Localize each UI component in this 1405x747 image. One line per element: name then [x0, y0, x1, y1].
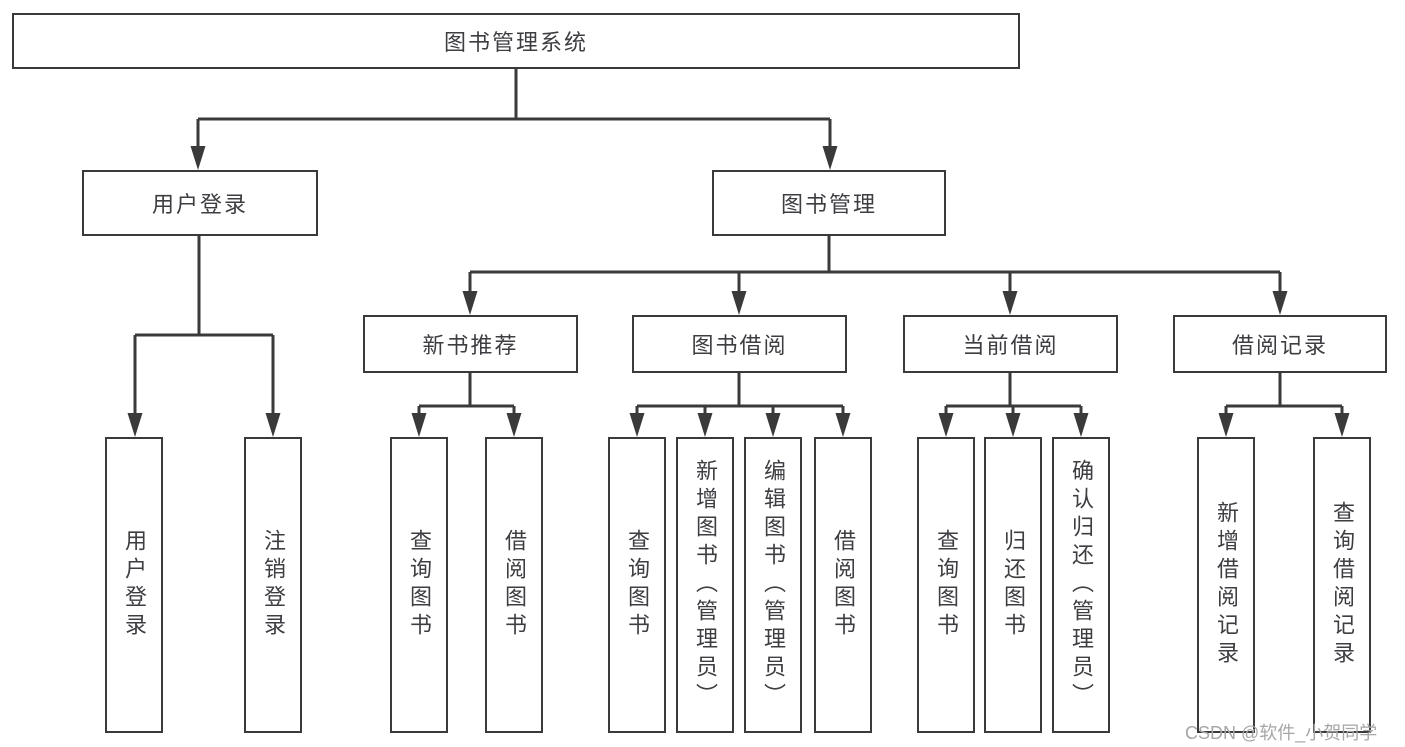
- leaf-query-books-recommend: 查询图书: [390, 437, 448, 733]
- csdn-watermark: CSDN @软件_小贺同学: [1185, 723, 1378, 743]
- node-label: 图书管理系统: [443, 30, 588, 55]
- leaf-add-borrow-record: 新增借阅记录: [1197, 437, 1255, 733]
- node-label: 确认归还（管理员）: [1069, 459, 1094, 711]
- leaf-return-books: 归还图书: [984, 437, 1042, 733]
- node-label: 新增借阅记录: [1214, 501, 1239, 669]
- node-book-borrow: 图书借阅: [632, 315, 847, 373]
- node-label: 查询借阅记录: [1330, 501, 1355, 669]
- node-library-management-system: 图书管理系统: [12, 13, 1020, 69]
- leaf-query-books-current: 查询图书: [917, 437, 975, 733]
- node-label: 归还图书: [1001, 529, 1026, 641]
- leaf-edit-books-admin: 编辑图书（管理员）: [744, 437, 802, 733]
- node-label: 借阅图书: [502, 529, 527, 641]
- node-label: 图书借阅: [691, 333, 788, 358]
- leaf-user-login: 用户登录: [105, 437, 163, 733]
- node-label: 当前借阅: [962, 333, 1059, 358]
- leaf-logout: 注销登录: [244, 437, 302, 733]
- node-label: 借阅记录: [1231, 333, 1328, 358]
- node-label: 图书管理: [780, 192, 877, 217]
- node-label: 编辑图书（管理员）: [761, 459, 786, 711]
- leaf-confirm-return-admin: 确认归还（管理员）: [1052, 437, 1110, 733]
- node-label: 用户登录: [122, 529, 147, 641]
- leaf-query-books-borrow: 查询图书: [608, 437, 666, 733]
- node-book-management: 图书管理: [712, 170, 946, 236]
- leaf-borrow-books-recommend: 借阅图书: [485, 437, 543, 733]
- leaf-borrow-books: 借阅图书: [814, 437, 872, 733]
- node-new-book-recommend: 新书推荐: [363, 315, 578, 373]
- node-current-borrow: 当前借阅: [903, 315, 1118, 373]
- node-label: 注销登录: [261, 529, 286, 641]
- node-label: 查询图书: [934, 529, 959, 641]
- leaf-add-books-admin: 新增图书（管理员）: [676, 437, 734, 733]
- node-label: 查询图书: [625, 529, 650, 641]
- leaf-query-borrow-record: 查询借阅记录: [1313, 437, 1371, 733]
- node-user-login: 用户登录: [82, 170, 318, 236]
- node-borrow-record: 借阅记录: [1173, 315, 1387, 373]
- node-label: 用户登录: [151, 192, 248, 217]
- node-label: 新增图书（管理员）: [693, 459, 718, 711]
- node-label: 借阅图书: [831, 529, 856, 641]
- node-label: 新书推荐: [422, 333, 519, 358]
- node-label: 查询图书: [407, 529, 432, 641]
